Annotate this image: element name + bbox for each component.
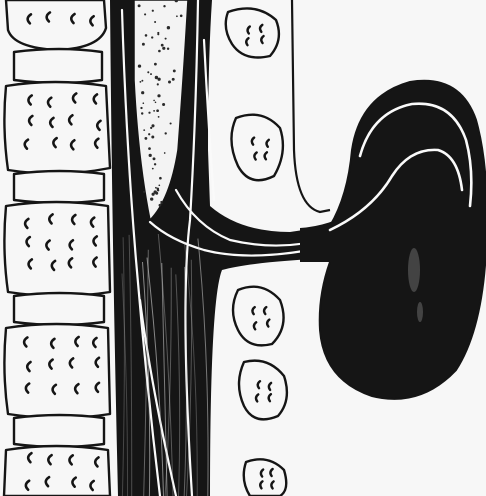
stipple-dot bbox=[162, 103, 165, 106]
stipple-dot bbox=[138, 64, 141, 67]
bone-fragment-1 bbox=[226, 8, 279, 57]
stipple-dot bbox=[161, 44, 164, 47]
disc-3 bbox=[14, 293, 104, 325]
stipple-dot bbox=[154, 21, 156, 23]
stipple-dot bbox=[140, 107, 142, 109]
stipple-dot bbox=[163, 5, 165, 7]
stipple-dot bbox=[143, 191, 145, 193]
stipple-dot bbox=[151, 124, 154, 127]
dura-outline bbox=[292, 0, 330, 212]
stipple-dot bbox=[159, 177, 162, 180]
stipple-dot bbox=[143, 102, 145, 104]
stipple-dot bbox=[150, 127, 152, 129]
stipple-dot bbox=[167, 26, 170, 29]
stipple-dot bbox=[151, 136, 154, 139]
stipple-dot bbox=[150, 197, 153, 200]
stipple-dot bbox=[157, 189, 159, 191]
stipple-dot bbox=[156, 109, 159, 112]
stipple-dot bbox=[142, 43, 145, 46]
stipple-dot bbox=[155, 102, 157, 104]
stipple-dot bbox=[155, 76, 158, 79]
stipple-dot bbox=[152, 168, 154, 170]
disc-2 bbox=[14, 171, 104, 203]
stipple-dot bbox=[143, 129, 145, 131]
stipple-dot bbox=[153, 157, 156, 160]
stipple-dot bbox=[158, 50, 161, 53]
stipple-dot bbox=[149, 154, 152, 157]
stipple-dot bbox=[160, 201, 162, 203]
bone-fragment-2 bbox=[231, 115, 282, 181]
stipple-dot bbox=[141, 112, 143, 114]
stipple-dot bbox=[150, 73, 152, 75]
stipple-dot bbox=[173, 69, 176, 72]
vertebra-5 bbox=[4, 446, 110, 496]
stipple-dot bbox=[152, 10, 154, 12]
stipple-dot bbox=[158, 116, 160, 118]
disc-1 bbox=[14, 49, 102, 83]
stipple-dot bbox=[139, 81, 141, 83]
stipple-dot bbox=[155, 192, 158, 195]
stipple-dot bbox=[157, 32, 159, 34]
stipple-dot bbox=[165, 38, 167, 40]
stipple-dot bbox=[155, 187, 157, 189]
bone-fragment-4 bbox=[239, 361, 287, 420]
stipple-dot bbox=[157, 94, 160, 97]
stipple-dot bbox=[172, 78, 175, 81]
vertebra-4 bbox=[4, 324, 110, 418]
stipple-dot bbox=[141, 80, 143, 82]
stipple-dot bbox=[141, 91, 144, 94]
stipple-dot bbox=[151, 36, 153, 38]
stipple-dot bbox=[153, 100, 155, 102]
stipple-dot bbox=[148, 133, 150, 135]
stipple-dot bbox=[159, 204, 162, 207]
stipple-dot bbox=[144, 137, 147, 140]
stipple-dot bbox=[148, 147, 151, 150]
stipple-dot bbox=[164, 152, 166, 154]
stipple-dot bbox=[147, 71, 149, 73]
stipple-dot bbox=[162, 47, 165, 50]
stipple-dot bbox=[148, 112, 150, 114]
vertebral-column bbox=[4, 0, 110, 496]
bone-fragment-5 bbox=[244, 459, 287, 496]
lateral-cyst bbox=[300, 81, 486, 399]
stipple-dot bbox=[157, 83, 159, 85]
disc-4 bbox=[14, 415, 104, 447]
bone-fragment-3 bbox=[233, 287, 284, 346]
stipple-dot bbox=[180, 15, 183, 18]
stipple-dot bbox=[154, 163, 156, 165]
stipple-dot bbox=[158, 184, 160, 186]
stipple-dot bbox=[170, 122, 172, 124]
stipple-dot bbox=[145, 34, 148, 37]
stipple-dot bbox=[154, 63, 157, 66]
stipple-dot bbox=[165, 132, 167, 134]
stipple-dot bbox=[176, 15, 178, 17]
stipple-dot bbox=[167, 47, 169, 49]
stipple-dot bbox=[138, 4, 141, 7]
stipple-dot bbox=[153, 110, 155, 112]
vertebra-3 bbox=[4, 202, 110, 296]
stipple-dot bbox=[168, 81, 171, 84]
stipple-dot bbox=[152, 193, 155, 196]
spinal-canal bbox=[110, 0, 330, 496]
stipple-dot bbox=[144, 13, 146, 15]
